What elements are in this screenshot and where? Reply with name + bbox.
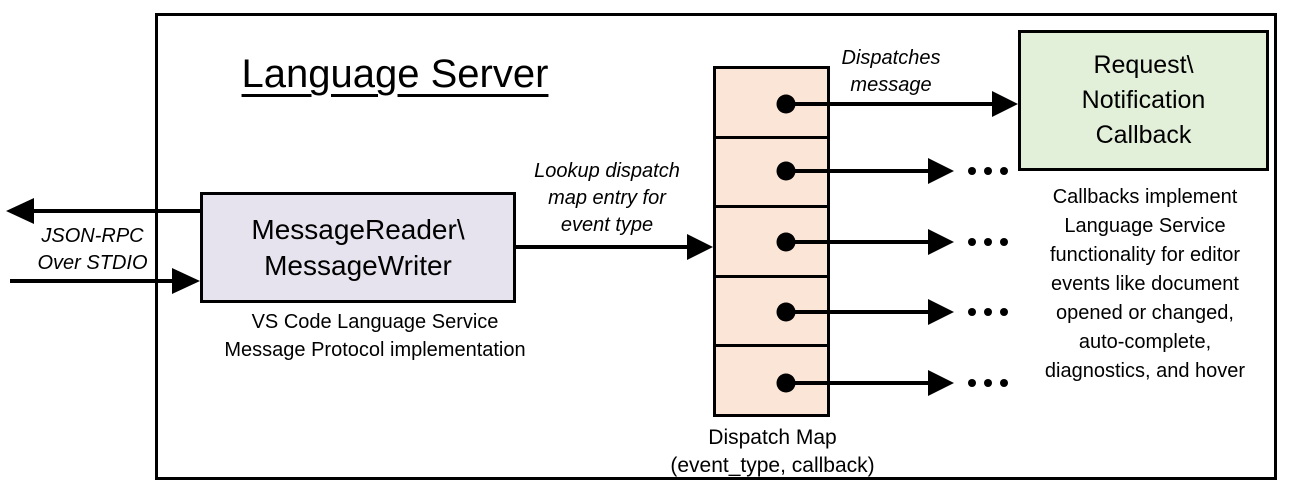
dispatches-message-label: Dispatches message [826,45,956,99]
text-line: MessageWriter [264,249,452,281]
text-line: events like document [1051,273,1239,295]
text-line: Dispatches [841,47,941,69]
text-line: Over STDIO [37,252,148,274]
text-line: functionality for editor [1049,244,1241,266]
text-line: (event_type, callback) [670,454,875,477]
diagram-title: Language Server [241,52,549,96]
text-line: event type [560,214,654,236]
dispatch-map-caption: Dispatch Map (event_type, callback) [650,424,895,480]
text-line: Callback [1095,121,1192,149]
language-server-boundary-box [155,13,1277,480]
text-line: Message Protocol implementation [224,339,526,361]
text-line: Dispatch Map [708,426,837,449]
dispatch-map [713,66,830,417]
text-line: Callbacks implement [1052,186,1238,208]
dispatch-map-cell [716,208,827,278]
lookup-dispatch-label: Lookup dispatch map entry for event type [512,158,702,239]
text-line: map entry for [548,187,666,209]
text-line: Language Service [1064,215,1226,237]
message-reader-writer-box: MessageReader\ MessageWriter [200,192,516,303]
text-line: Notification [1081,86,1206,114]
text-line: JSON-RPC [41,225,144,247]
text-line: Lookup dispatch [534,160,680,182]
text-line: auto-complete, [1078,331,1212,353]
text-line: VS Code Language Service [251,311,499,333]
text-line: diagnostics, and hover [1044,360,1246,382]
json-rpc-stdio-label: JSON-RPC Over STDIO [15,223,170,277]
dispatch-map-cell [716,277,827,348]
text-line: Request\ [1093,51,1194,79]
text-line: opened or changed, [1056,302,1234,324]
dispatch-map-cell [716,69,827,139]
text-line: message [850,74,932,96]
dispatch-map-cell [716,347,827,414]
dispatch-map-cell [716,138,827,209]
text-line: MessageReader\ [251,213,465,245]
